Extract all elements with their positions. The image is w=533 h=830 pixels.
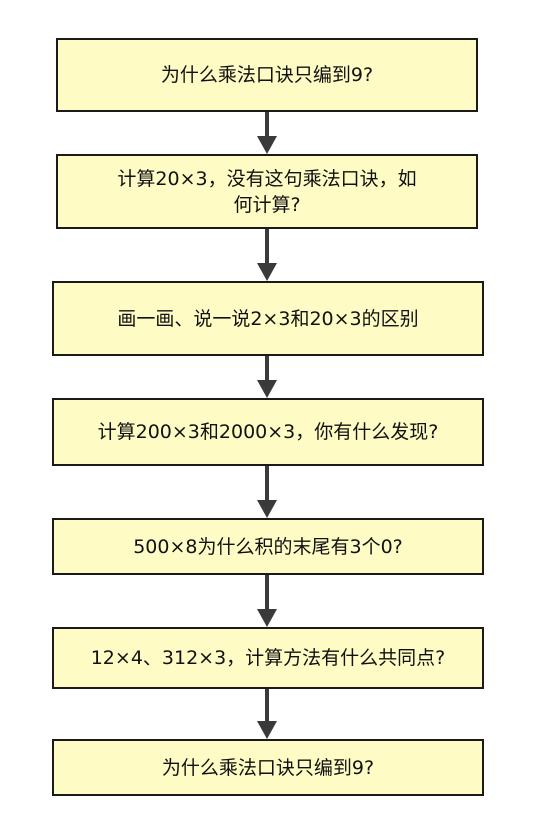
step-2-text: 计算20×3，没有这句乘法口诀，如何计算? — [117, 167, 417, 216]
step-5-text: 500×8为什么积的末尾有3个0? — [133, 535, 403, 558]
step-4-box: 计算200×3和2000×3，你有什么发现? — [52, 398, 484, 466]
step-7-text: 为什么乘法口诀只编到9? — [161, 756, 375, 779]
step-3-text: 画一画、说一说2×3和20×3的区别 — [117, 307, 419, 330]
arrow-1-2 — [257, 112, 277, 154]
arrow-6-7 — [257, 689, 277, 739]
step-4-text: 计算200×3和2000×3，你有什么发现? — [97, 421, 439, 443]
step-7-box: 为什么乘法口诀只编到9? — [52, 739, 484, 796]
arrow-5-6 — [257, 575, 277, 627]
step-6-text: 12×4、312×3，计算方法有什么共同点? — [90, 647, 446, 669]
arrow-4-5 — [257, 466, 277, 518]
step-1-text: 为什么乘法口诀只编到9? — [160, 64, 374, 86]
step-3-box: 画一画、说一说2×3和20×3的区别 — [52, 281, 484, 356]
arrow-2-3 — [257, 229, 277, 281]
arrow-3-4 — [257, 356, 277, 398]
step-5-box: 500×8为什么积的末尾有3个0? — [52, 518, 484, 575]
step-2-box: 计算20×3，没有这句乘法口诀，如何计算? — [56, 154, 478, 229]
step-6-box: 12×4、312×3，计算方法有什么共同点? — [52, 627, 484, 689]
step-1-box: 为什么乘法口诀只编到9? — [56, 38, 478, 112]
